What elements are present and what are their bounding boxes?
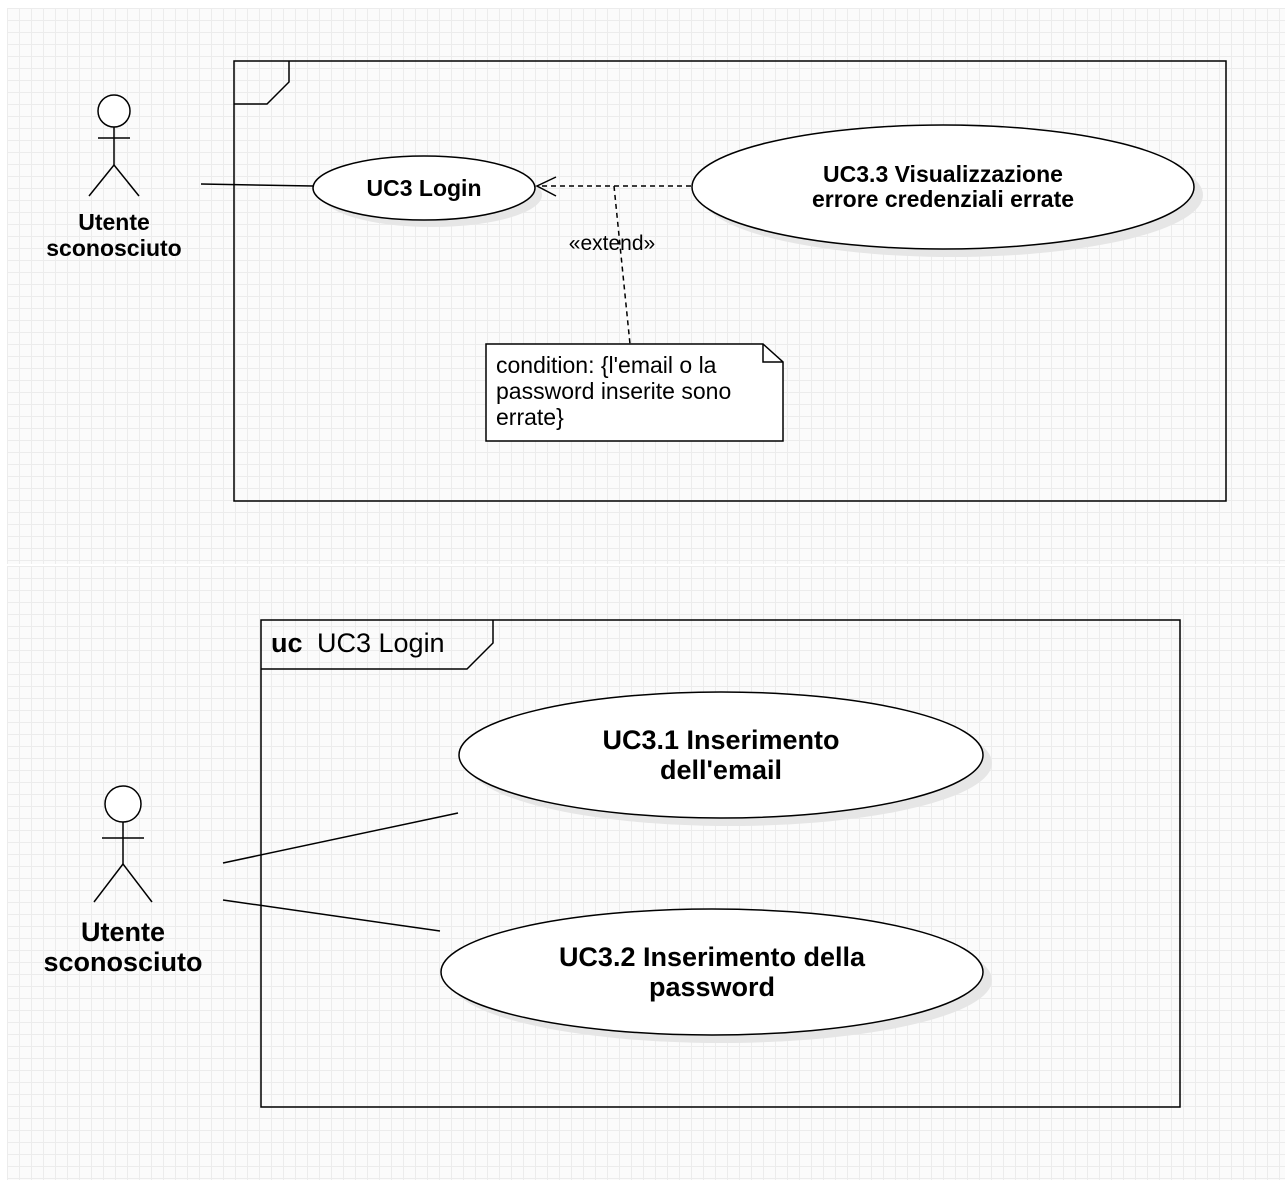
use-case-ellipse bbox=[312, 155, 536, 221]
actor-right-leg bbox=[113, 164, 140, 197]
system-boundary bbox=[233, 60, 1227, 502]
use-case-error-display[interactable]: UC3.3 Visualizzazione errore credenziali… bbox=[691, 124, 1203, 257]
use-case-login[interactable]: UC3 Login bbox=[312, 155, 542, 227]
association-line-password bbox=[222, 899, 441, 932]
extend-stereotype-label: «extend» bbox=[569, 232, 655, 255]
actor-right-leg bbox=[122, 863, 153, 903]
actor-left-leg bbox=[88, 164, 115, 197]
extend-relationship: «extend» bbox=[535, 176, 691, 345]
uc-frame-keyword: uc bbox=[271, 628, 303, 658]
use-case-email-label-line1: UC3.1 Inserimento bbox=[602, 725, 839, 755]
use-case-email-label-line2: dell'email bbox=[660, 755, 782, 785]
uc-frame bbox=[260, 619, 1181, 1108]
frame-label-tab bbox=[234, 61, 290, 105]
note-text-line2: password inserite sono bbox=[496, 378, 731, 404]
top-diagram-panel bbox=[7, 8, 1285, 564]
use-case-email-entry[interactable]: UC3.1 Inserimento dell'email bbox=[458, 691, 992, 826]
actor-left-leg bbox=[93, 863, 124, 903]
use-case-password-label-line1: UC3.2 Inserimento della bbox=[559, 942, 866, 972]
extend-arrowhead bbox=[535, 176, 557, 197]
uc-frame-label-tab bbox=[261, 620, 494, 670]
actor-head bbox=[104, 785, 142, 823]
note-text-line1: condition: {l'email o la bbox=[496, 352, 717, 378]
actor-label-line2: sconosciuto bbox=[46, 235, 181, 261]
note-text-line3: errate} bbox=[496, 404, 564, 430]
use-case-ellipse bbox=[458, 691, 984, 819]
use-case-ellipse bbox=[440, 908, 984, 1036]
top-diagram: Utente sconosciuto UC3 Login UC3.3 Visua… bbox=[46, 60, 1227, 502]
use-case-login-label: UC3 Login bbox=[367, 175, 482, 201]
bottom-diagram: uc UC3 Login Utente sconosciuto UC3.1 In… bbox=[43, 619, 1181, 1108]
use-case-error-label-line2: errore credenziali errate bbox=[812, 186, 1074, 212]
association-line bbox=[200, 183, 314, 187]
actor-label-line1: Utente bbox=[81, 917, 165, 947]
note-shape bbox=[485, 343, 784, 442]
use-case-ellipse bbox=[691, 124, 1195, 250]
actor-label-line2: sconosciuto bbox=[43, 947, 202, 977]
use-case-error-label-line1: UC3.3 Visualizzazione bbox=[823, 161, 1063, 187]
actor-head bbox=[97, 94, 131, 128]
note-anchor-line bbox=[613, 185, 631, 345]
association-line-email bbox=[222, 812, 459, 864]
use-case-password-label-line2: password bbox=[649, 972, 775, 1002]
bottom-diagram-panel bbox=[7, 566, 1285, 1180]
actor-unknown-user[interactable]: Utente sconosciuto bbox=[46, 94, 182, 261]
use-case-password-entry[interactable]: UC3.2 Inserimento della password bbox=[440, 908, 992, 1043]
uc-frame-title: UC3 Login bbox=[317, 628, 445, 658]
actor-unknown-user-bottom[interactable]: Utente sconosciuto bbox=[43, 785, 203, 977]
condition-note[interactable]: condition: {l'email o la password inseri… bbox=[485, 343, 784, 442]
note-folded-corner bbox=[762, 344, 783, 363]
actor-label-line1: Utente bbox=[78, 209, 150, 235]
